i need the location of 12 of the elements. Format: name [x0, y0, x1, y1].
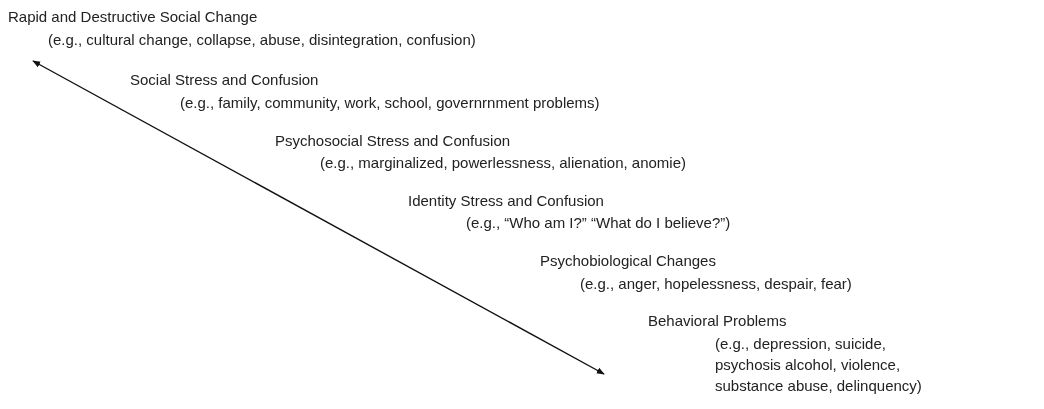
example-text: (e.g., cultural change, collapse, abuse, disintegration, confusion) [48, 30, 476, 50]
example-text: (e.g., “Who am I?” “What do I believe?”) [466, 213, 731, 233]
example-text: (e.g., anger, hopelessness, despair, fear) [580, 274, 852, 294]
example-text: (e.g., depression, suicide, psychosis alcohol, violence, substance abuse, delinquency) [715, 334, 923, 396]
level-heading: Psychobiological Changes [540, 251, 716, 271]
level-heading: Behavioral Problems [648, 311, 787, 331]
example-text: (e.g., marginalized, powerlessness, alienation, anomie) [320, 153, 687, 173]
level-heading: Identity Stress and Confusion [408, 191, 604, 211]
level-heading: Social Stress and Confusion [130, 70, 319, 90]
level-heading: Rapid and Destructive Social Change [8, 7, 258, 27]
level-heading: Psychosocial Stress and Confusion [275, 131, 511, 151]
example-text: (e.g., family, community, work, school, governrnment problems) [180, 93, 600, 113]
